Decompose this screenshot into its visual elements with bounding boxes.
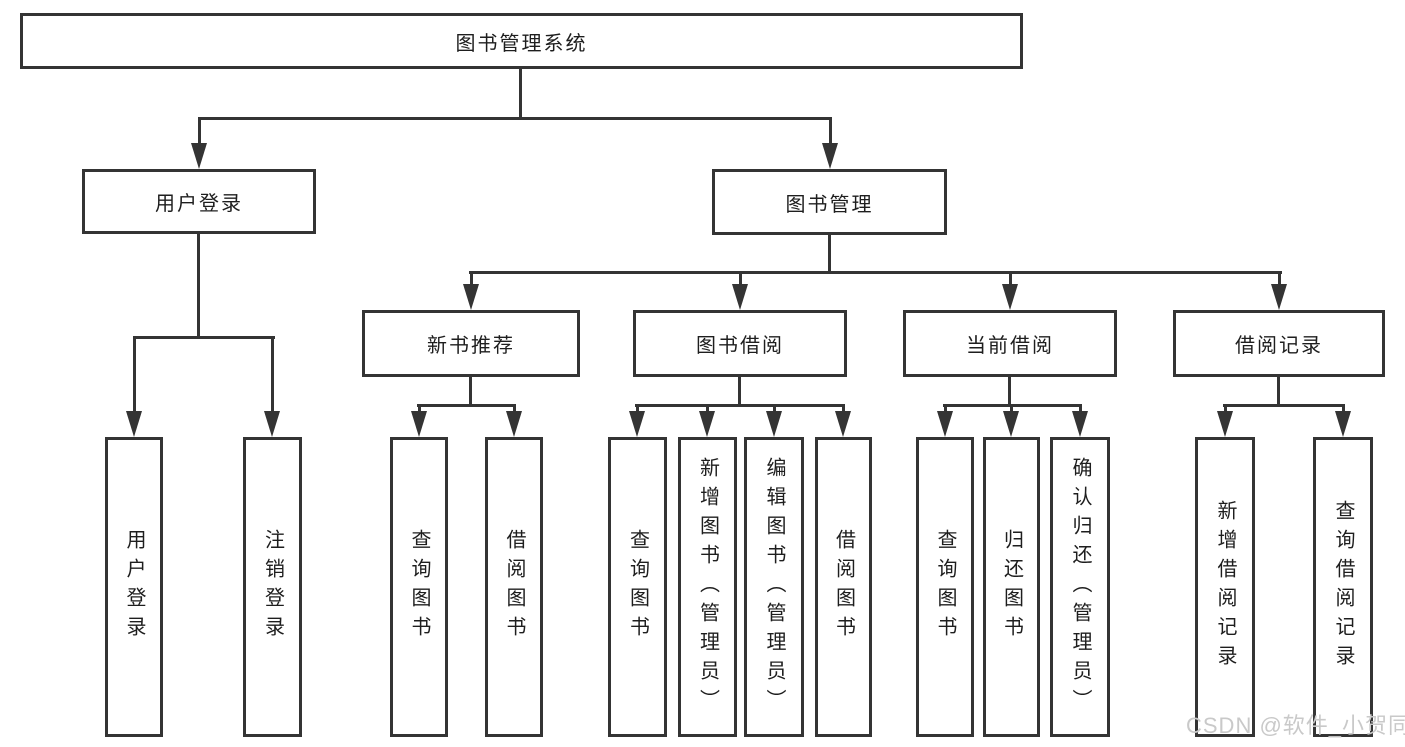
arrowhead-current-borrow-icon: [1002, 284, 1018, 310]
connector-root-stem: [519, 69, 522, 119]
arrow-stem-borrow-add: [706, 406, 709, 413]
connector-book-mgmt-stem: [828, 234, 831, 273]
leaf-newbooks-borrow-label: 借阅图书: [503, 529, 525, 645]
arrow-stem-borrow-records: [1278, 273, 1281, 285]
arrow-stem-leaf-login: [133, 338, 136, 412]
arrowhead-records-add-icon: [1217, 411, 1233, 437]
arrow-stem-leaf-logout: [271, 338, 274, 412]
connector-user-login-hline: [133, 336, 275, 339]
arrowhead-leaf-logout-icon: [264, 411, 280, 437]
csdn-watermark: CSDN @软件_小贺同学: [1186, 713, 1405, 738]
leaf-records-add: 新增借阅记录: [1195, 437, 1255, 737]
leaf-borrow-add-label: 新增图书（管理员）: [696, 456, 719, 718]
arrow-stem-newbooks-borrow: [513, 406, 516, 413]
arrowhead-current-return-icon: [1003, 411, 1019, 437]
arrow-stem-borrow-edit: [773, 406, 776, 413]
new-books-node-label: 新书推荐: [427, 335, 515, 357]
arrowhead-borrow-borrow-icon: [835, 411, 851, 437]
user-login-node-label: 用户登录: [155, 193, 243, 215]
connector-new-books-stem: [469, 376, 472, 406]
arrowhead-newbooks-borrow-icon: [506, 411, 522, 437]
leaf-records-query: 查询借阅记录: [1313, 437, 1373, 737]
connector-borrow-records-hline: [1223, 404, 1345, 407]
leaf-current-confirm-label: 确认归还（管理员）: [1069, 456, 1091, 718]
connector-current-borrow-hline: [943, 404, 1082, 407]
book-mgmt-node: 图书管理: [712, 169, 947, 235]
leaf-borrow-borrow: 借阅图书: [815, 437, 872, 737]
arrow-stem-current-query: [944, 406, 947, 413]
leaf-newbooks-query-label: 查询图书: [408, 529, 430, 645]
borrow-records-node-label: 借阅记录: [1235, 335, 1323, 357]
leaf-logout: 注销登录: [243, 437, 302, 737]
current-borrow-node: 当前借阅: [903, 310, 1117, 377]
connector-user-login-stem: [197, 232, 200, 338]
connector-current-borrow-stem: [1008, 376, 1011, 406]
leaf-borrow-edit-label: 编辑图书（管理员）: [763, 456, 785, 718]
leaf-current-return: 归还图书: [983, 437, 1040, 737]
arrow-stem-new-books: [470, 273, 473, 285]
arrowhead-current-query-icon: [937, 411, 953, 437]
leaf-user-login: 用户登录: [105, 437, 163, 737]
arrowhead-book-mgmt-icon: [822, 143, 838, 169]
connector-level3-hline: [469, 271, 1282, 274]
user-login-node: 用户登录: [82, 169, 316, 234]
connector-new-books-hline: [417, 404, 516, 407]
connector-book-borrow-stem: [738, 376, 741, 406]
arrow-stem-records-query: [1342, 406, 1345, 413]
arrow-stem-current-return: [1010, 406, 1013, 413]
arrowhead-new-books-icon: [463, 284, 479, 310]
arrow-stem-records-add: [1224, 406, 1227, 413]
arrow-stem-book-mgmt: [829, 119, 832, 145]
current-borrow-node-label: 当前借阅: [966, 335, 1054, 357]
leaf-borrow-add: 新增图书（管理员）: [678, 437, 737, 737]
leaf-user-login-label: 用户登录: [123, 529, 145, 645]
connector-book-borrow-hline: [635, 404, 845, 407]
arrow-stem-current-confirm: [1079, 406, 1082, 413]
arrowhead-leaf-login-icon: [126, 411, 142, 437]
connector-borrow-records-stem: [1277, 376, 1280, 406]
arrowhead-records-query-icon: [1335, 411, 1351, 437]
new-books-node: 新书推荐: [362, 310, 580, 377]
book-borrow-node-label: 图书借阅: [696, 335, 784, 357]
arrow-stem-borrow-query: [636, 406, 639, 413]
borrow-records-node: 借阅记录: [1173, 310, 1385, 377]
leaf-borrow-borrow-label: 借阅图书: [832, 529, 855, 645]
arrowhead-newbooks-query-icon: [411, 411, 427, 437]
root-node: 图书管理系统: [20, 13, 1023, 69]
arrowhead-book-borrow-icon: [732, 284, 748, 310]
leaf-records-add-label: 新增借阅记录: [1214, 500, 1236, 674]
arrowhead-current-confirm-icon: [1072, 411, 1088, 437]
arrow-stem-newbooks-query: [418, 406, 421, 413]
arrowhead-borrow-add-icon: [699, 411, 715, 437]
leaf-logout-label: 注销登录: [261, 529, 284, 645]
arrow-stem-user-login: [198, 119, 201, 145]
arrowhead-borrow-records-icon: [1271, 284, 1287, 310]
leaf-current-return-label: 归还图书: [1000, 529, 1023, 645]
connector-level2-hline: [198, 117, 832, 120]
arrow-stem-book-borrow: [739, 273, 742, 285]
leaf-records-query-label: 查询借阅记录: [1332, 500, 1354, 674]
arrow-stem-current-borrow: [1009, 273, 1012, 285]
book-mgmt-node-label: 图书管理: [785, 193, 874, 216]
leaf-current-query-label: 查询图书: [934, 529, 956, 645]
leaf-borrow-query-label: 查询图书: [626, 529, 649, 645]
leaf-newbooks-borrow: 借阅图书: [485, 437, 543, 737]
arrowhead-borrow-query-icon: [629, 411, 645, 437]
leaf-newbooks-query: 查询图书: [390, 437, 448, 737]
arrow-stem-borrow-borrow: [842, 406, 845, 413]
leaf-current-confirm: 确认归还（管理员）: [1050, 437, 1110, 737]
leaf-borrow-edit: 编辑图书（管理员）: [744, 437, 804, 737]
root-node-label: 图书管理系统: [455, 32, 588, 55]
arrowhead-user-login-icon: [191, 143, 207, 169]
leaf-borrow-query: 查询图书: [608, 437, 667, 737]
arrowhead-borrow-edit-icon: [766, 411, 782, 437]
book-borrow-node: 图书借阅: [633, 310, 847, 377]
leaf-current-query: 查询图书: [916, 437, 974, 737]
